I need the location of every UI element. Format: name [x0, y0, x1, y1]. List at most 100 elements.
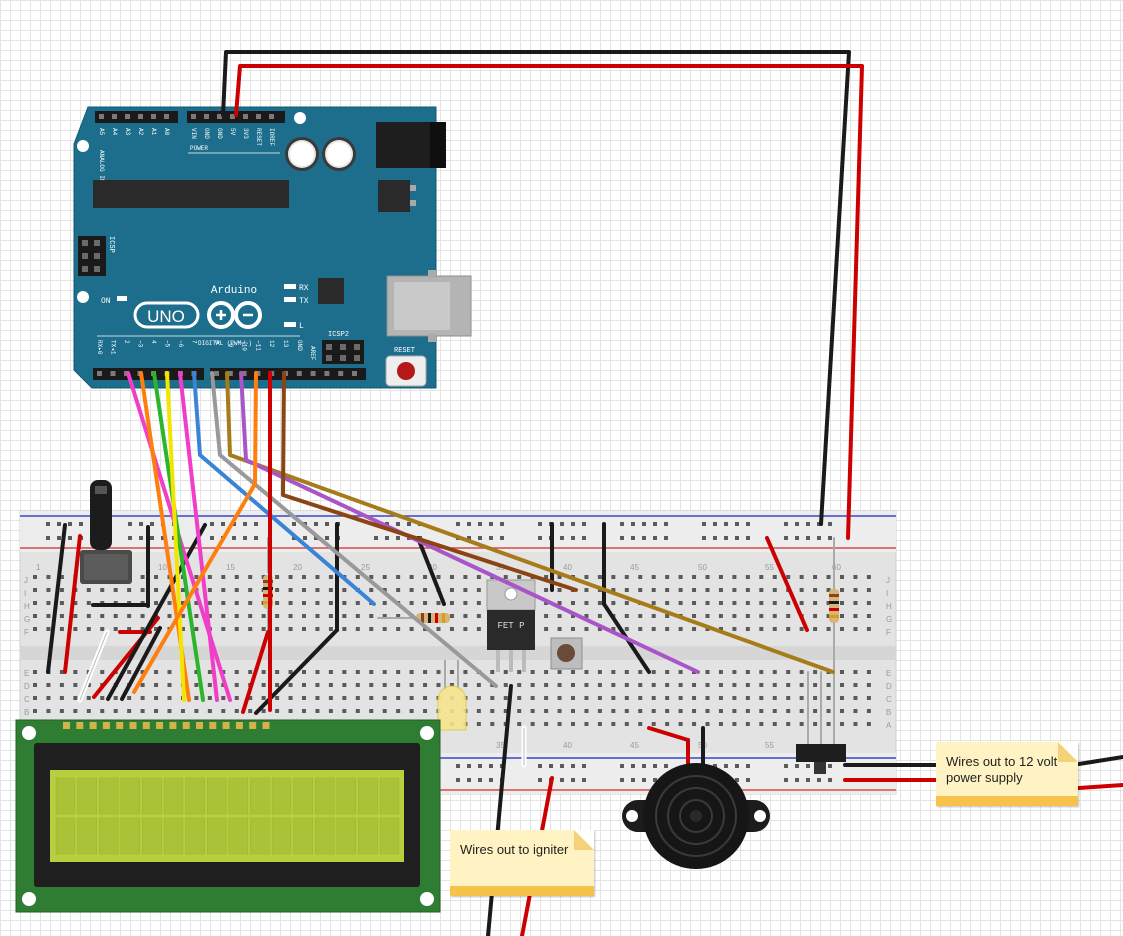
potentiometer[interactable] [80, 480, 132, 584]
arduino-jumper-wires [126, 50, 864, 712]
pin-label: IOREF [268, 128, 275, 146]
pin-label: TX◂1 [110, 340, 117, 355]
icsp2-label: ICSP2 [328, 331, 349, 339]
power-supply-note: Wires out to 12 volt power supply [936, 742, 1078, 806]
pin-label: GND [216, 128, 223, 139]
breadboard-jumper-wires [46, 522, 1123, 936]
digital-header-label: DIGITAL (PWM=~) [198, 340, 252, 347]
pin-label: GND [296, 340, 303, 351]
row-label: E [24, 669, 29, 678]
pin-label: ~6 [177, 340, 184, 348]
pin-label: GND [203, 128, 210, 139]
brand-label: Arduino [211, 285, 257, 297]
col-label: 55 [765, 563, 774, 572]
row-label: H [24, 602, 30, 611]
pin-label: ~10 [241, 340, 248, 351]
mounting-hole [294, 112, 306, 124]
mounting-hole [77, 140, 89, 152]
voltage-regulator [378, 180, 410, 212]
l-led-label: L [299, 322, 304, 331]
pin-label: A0 [163, 128, 170, 136]
row-label: E [886, 669, 891, 678]
row-label: D [24, 682, 30, 691]
pin-label: 7 [191, 340, 198, 344]
mounting-hole [77, 291, 89, 303]
icsp2-header [322, 340, 364, 364]
tx-led-label: TX [299, 297, 309, 306]
led-yellow [437, 660, 467, 731]
col-label: 40 [563, 741, 572, 750]
lcd-character-cells [55, 777, 400, 855]
arduino-uno-board: ANALOG IN POWER DIGITAL (PWM=~) A5 A4 A3 A2… [73, 106, 472, 389]
digital-header-low [93, 368, 204, 380]
pin-label: 3V3 [242, 128, 249, 139]
usb-port [386, 270, 472, 342]
on-led-label: ON [101, 297, 111, 306]
pin-label: RX▸0 [96, 340, 103, 355]
rx-led-label: RX [299, 284, 309, 293]
col-label: 35 [496, 741, 505, 750]
row-label: H [886, 602, 892, 611]
igniter-note-text: Wires out to igniter [460, 842, 569, 857]
pin-label: 5V [229, 128, 236, 136]
col-label: 45 [630, 741, 639, 750]
piezo-buzzer [622, 763, 770, 869]
row-label: B [886, 708, 891, 717]
row-label: I [24, 589, 26, 598]
lcd-pins [63, 722, 270, 729]
lcd-display [15, 719, 441, 913]
col-label: 30 [428, 563, 437, 572]
slide-switch[interactable] [796, 744, 846, 774]
pin-label: 4 [150, 340, 157, 344]
row-label: G [886, 615, 892, 624]
power-supply-note-text: Wires out to 12 volt power supply [946, 754, 1058, 785]
row-label: C [886, 695, 892, 704]
pin-label: A5 [98, 128, 105, 136]
led-indicators [117, 284, 296, 327]
atmega-chip [93, 180, 289, 208]
pin-label: ~11 [254, 340, 261, 351]
pin-label: AREF [309, 346, 316, 361]
row-label: A [886, 721, 892, 730]
reset-button[interactable] [385, 355, 427, 387]
pushbutton[interactable] [550, 637, 583, 670]
usb-chip [318, 278, 344, 304]
model-label: UNO [147, 307, 185, 326]
row-label: C [24, 695, 30, 704]
col-label: 25 [361, 563, 370, 572]
analog-header-label: ANALOG IN [98, 150, 105, 183]
capacitor [322, 137, 356, 171]
row-label: D [886, 682, 892, 691]
pin-label: ~3 [137, 340, 144, 348]
pin-label: 12 [268, 340, 275, 348]
row-label: B [24, 708, 29, 717]
row-label: J [24, 576, 28, 585]
col-label: 45 [630, 563, 639, 572]
col-label: 50 [698, 563, 707, 572]
arduino-logo: UNO Arduino [133, 285, 262, 329]
pin-label: 8 [213, 340, 220, 344]
row-label: F [24, 628, 29, 637]
reset-label: RESET [394, 347, 415, 355]
col-label: 20 [293, 563, 302, 572]
pin-label: 2 [123, 340, 130, 344]
col-label: 15 [226, 563, 235, 572]
row-label: I [886, 589, 888, 598]
pin-label: A2 [137, 128, 144, 136]
row-label: G [24, 615, 30, 624]
igniter-note: Wires out to igniter [450, 830, 594, 896]
pin-label: RESET [255, 128, 262, 146]
pin-label: ~5 [164, 340, 171, 348]
mosfet-label: FET P [497, 621, 524, 631]
col-label: 60 [832, 563, 841, 572]
pin-label: ~9 [227, 340, 234, 348]
pin-label: A3 [124, 128, 131, 136]
row-label: F [886, 628, 891, 637]
pin-label: A4 [111, 128, 118, 136]
col-label: 10 [158, 563, 167, 572]
resistor [416, 613, 450, 623]
row-label: J [886, 576, 890, 585]
pin-label: VIN [190, 128, 197, 139]
power-header-label: POWER [190, 145, 208, 152]
